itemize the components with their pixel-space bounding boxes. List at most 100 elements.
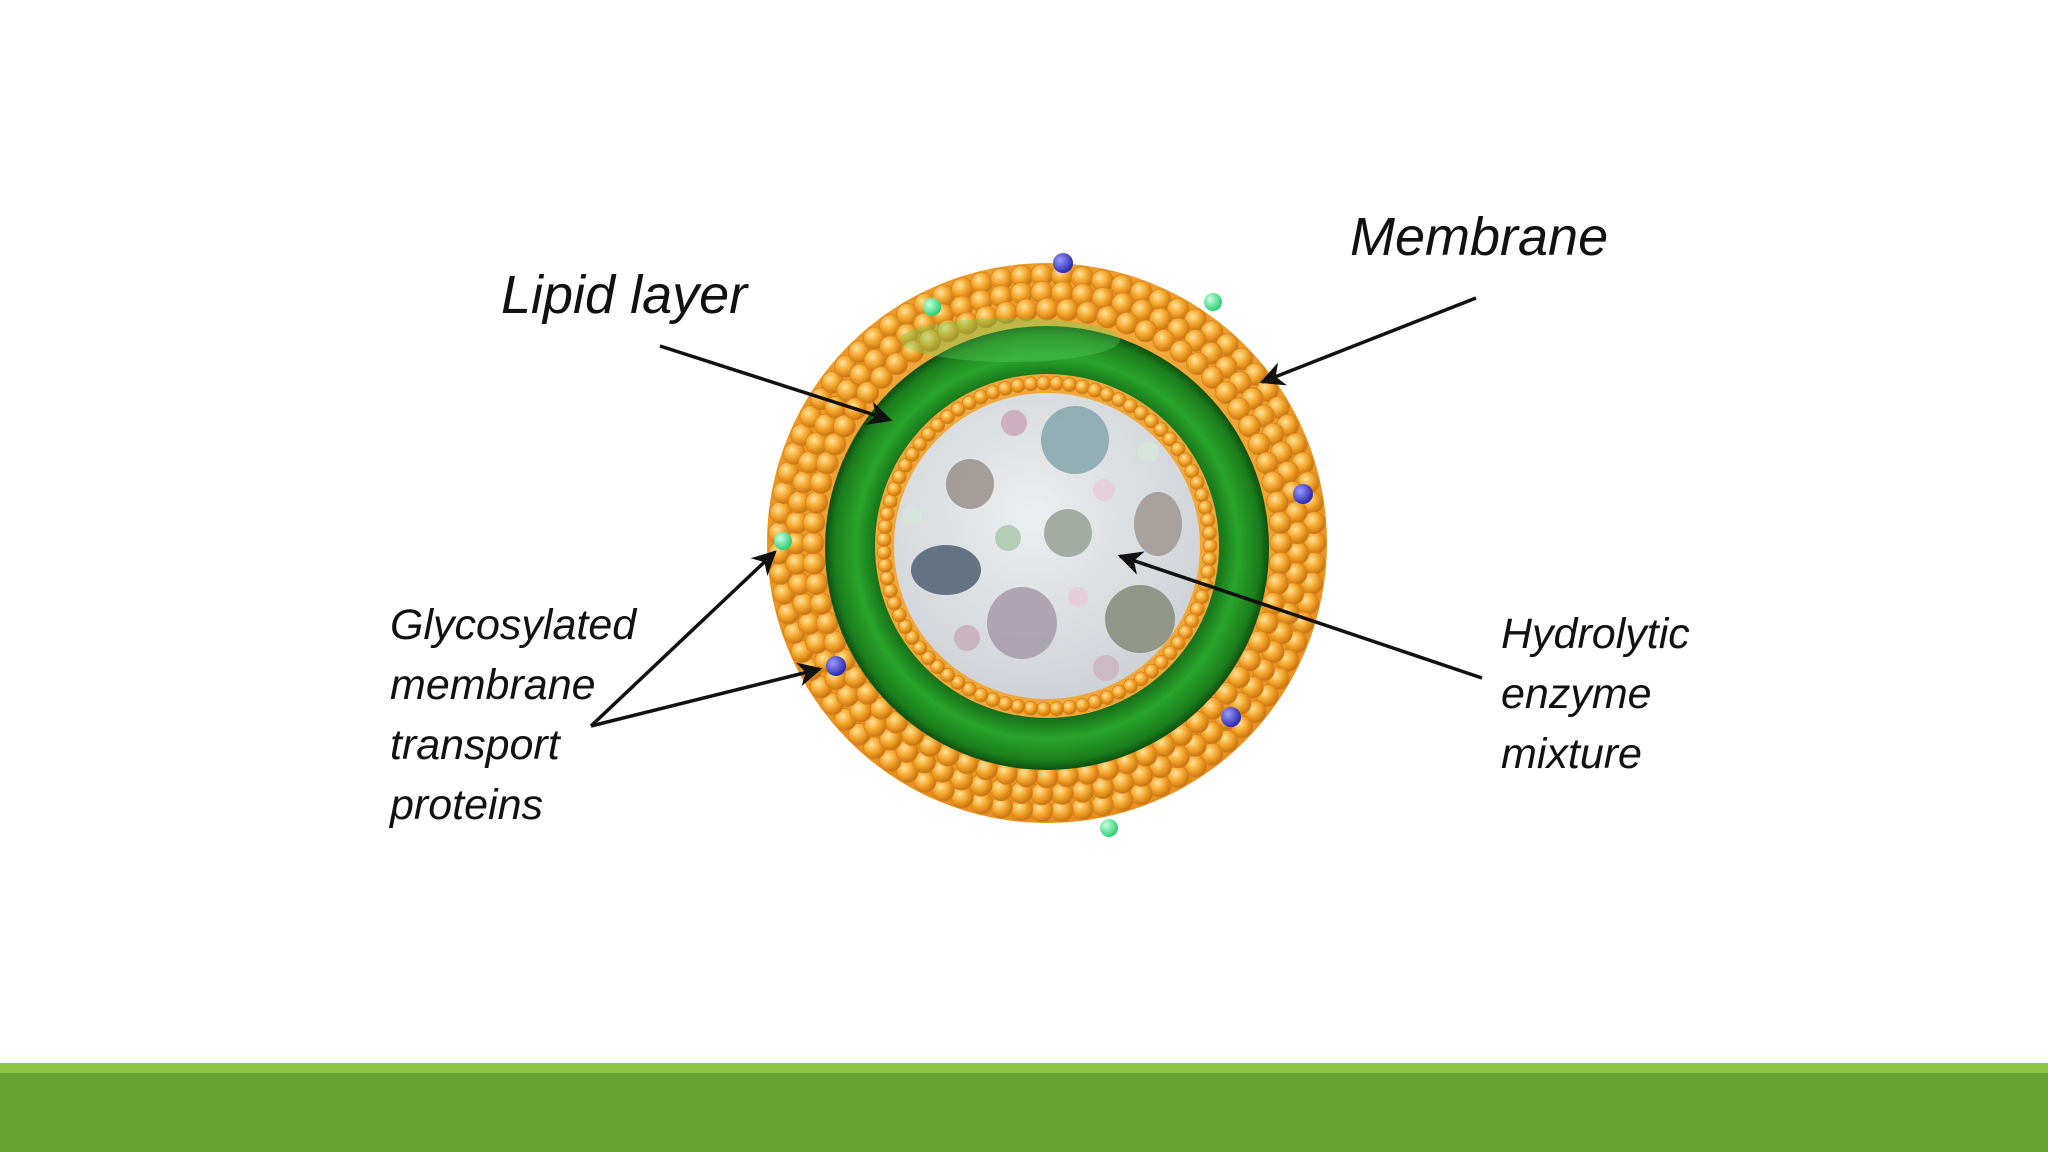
lipid-bead	[1010, 378, 1026, 394]
label-line: mixture	[1501, 730, 1642, 778]
lipid-bead	[1049, 375, 1065, 391]
lipid-bead	[1056, 298, 1079, 322]
lipid-bead	[1133, 671, 1149, 687]
lipid-bead	[1184, 613, 1200, 629]
lipid-bead	[1194, 487, 1210, 503]
enzyme-blob	[1001, 410, 1027, 436]
enzyme-blob	[954, 625, 980, 651]
enzyme-blob	[1137, 441, 1159, 463]
membrane-proteins	[774, 253, 1313, 837]
lipid-bead	[870, 366, 893, 389]
pointer-arrows	[589, 296, 1483, 728]
label-line: Glycosylated	[390, 601, 637, 649]
lipid-bead	[1036, 701, 1052, 717]
lipid-bead	[1170, 635, 1186, 651]
lipid-bead	[950, 675, 966, 690]
label-glycosylated-proteins: Glycosylated membrane transport proteins	[390, 595, 636, 835]
label-line: transport	[390, 721, 560, 769]
lipid-bead	[1023, 700, 1039, 716]
lipid-bead	[801, 531, 825, 555]
lipid-bead	[897, 619, 913, 634]
lipid-bead	[1123, 678, 1138, 694]
lipid-bead	[882, 493, 898, 509]
enzyme-blob	[902, 505, 922, 525]
lipid-bead	[1062, 700, 1077, 715]
lipid-bead	[809, 592, 833, 615]
lipid-bead	[879, 570, 895, 586]
enzyme-blob	[987, 587, 1057, 659]
lipid-bead	[1144, 413, 1159, 429]
lipid-bead	[940, 667, 955, 683]
lipid-bead	[815, 611, 839, 635]
lipid-bead	[1035, 297, 1059, 321]
label-line: Hydrolytic	[1501, 610, 1690, 658]
lipid-bead	[1302, 511, 1326, 535]
lipid-bead	[901, 339, 925, 363]
lipid-bead	[1162, 431, 1178, 447]
protein-blue	[1293, 484, 1313, 504]
lipid-bead	[1200, 512, 1216, 528]
lipid-bead	[912, 640, 928, 656]
lipid-bead	[1062, 377, 1077, 393]
protein-green	[1204, 293, 1222, 311]
footer-bar	[0, 1073, 2048, 1152]
lipid-bead	[1049, 701, 1065, 717]
lipid-bead	[1133, 405, 1149, 421]
lipid-bead	[1268, 552, 1292, 575]
lipid-bead	[1201, 366, 1224, 389]
lipid-bead	[885, 710, 908, 734]
lipid-bead	[1075, 697, 1090, 713]
lipid-bead	[805, 572, 828, 595]
lipid-bead	[833, 414, 856, 438]
lipid-bead	[1198, 500, 1213, 515]
lipid-bead	[1200, 564, 1216, 580]
lipid-bead	[802, 511, 826, 534]
lipid-bead	[930, 417, 945, 433]
lipid-bead	[1144, 663, 1159, 679]
lipid-bead	[879, 506, 895, 522]
enzyme-blob	[1041, 406, 1109, 474]
lipid-bead	[870, 697, 893, 720]
protein-green	[1100, 819, 1118, 837]
protein-green	[774, 532, 792, 550]
lipid-bead	[1202, 551, 1217, 567]
lipid-bead	[1178, 624, 1193, 640]
lipid-bead	[876, 532, 892, 547]
label-line: proteins	[390, 781, 543, 829]
lipid-bead	[1227, 397, 1251, 421]
lipid-bead	[891, 469, 907, 485]
enzyme-blob	[995, 525, 1021, 551]
footer-stripe	[0, 1063, 2048, 1073]
lipid-bead	[904, 630, 920, 645]
lipid-bead	[1134, 319, 1158, 343]
lipid-bead	[912, 436, 928, 452]
lipid-bead	[843, 665, 867, 689]
lipid-bead	[1170, 441, 1186, 457]
lipid-bead	[1123, 398, 1138, 414]
enzyme-blob	[1105, 585, 1175, 653]
lipid-bead	[1255, 451, 1279, 475]
lipid-bead	[961, 681, 977, 697]
lipid-bead	[940, 409, 955, 425]
lipid-bead	[1286, 521, 1310, 545]
enzyme-blob	[1044, 509, 1092, 557]
lipid-bead	[997, 380, 1013, 396]
lipid-bead	[918, 328, 942, 352]
membrane-arrow	[1259, 296, 1477, 386]
protein-blue	[1221, 707, 1241, 727]
label-line: enzyme	[1501, 670, 1652, 718]
lipid-bead	[1111, 392, 1127, 408]
lipid-bead	[1202, 538, 1218, 554]
lipid-bead	[823, 432, 847, 456]
lipid-layer-highlight	[900, 318, 1120, 362]
lipid-bead	[1169, 339, 1193, 363]
lipid-bead	[921, 426, 936, 442]
enzyme-blob	[1093, 479, 1115, 501]
lipid-bead	[1214, 682, 1238, 705]
lipid-bead	[1152, 328, 1176, 352]
lipid-bead	[1201, 697, 1224, 720]
label-membrane: Membrane	[1350, 207, 1609, 267]
lipid-bead	[882, 583, 898, 599]
enzyme-blob	[946, 459, 994, 509]
lipid-layer-arrow	[659, 344, 893, 425]
